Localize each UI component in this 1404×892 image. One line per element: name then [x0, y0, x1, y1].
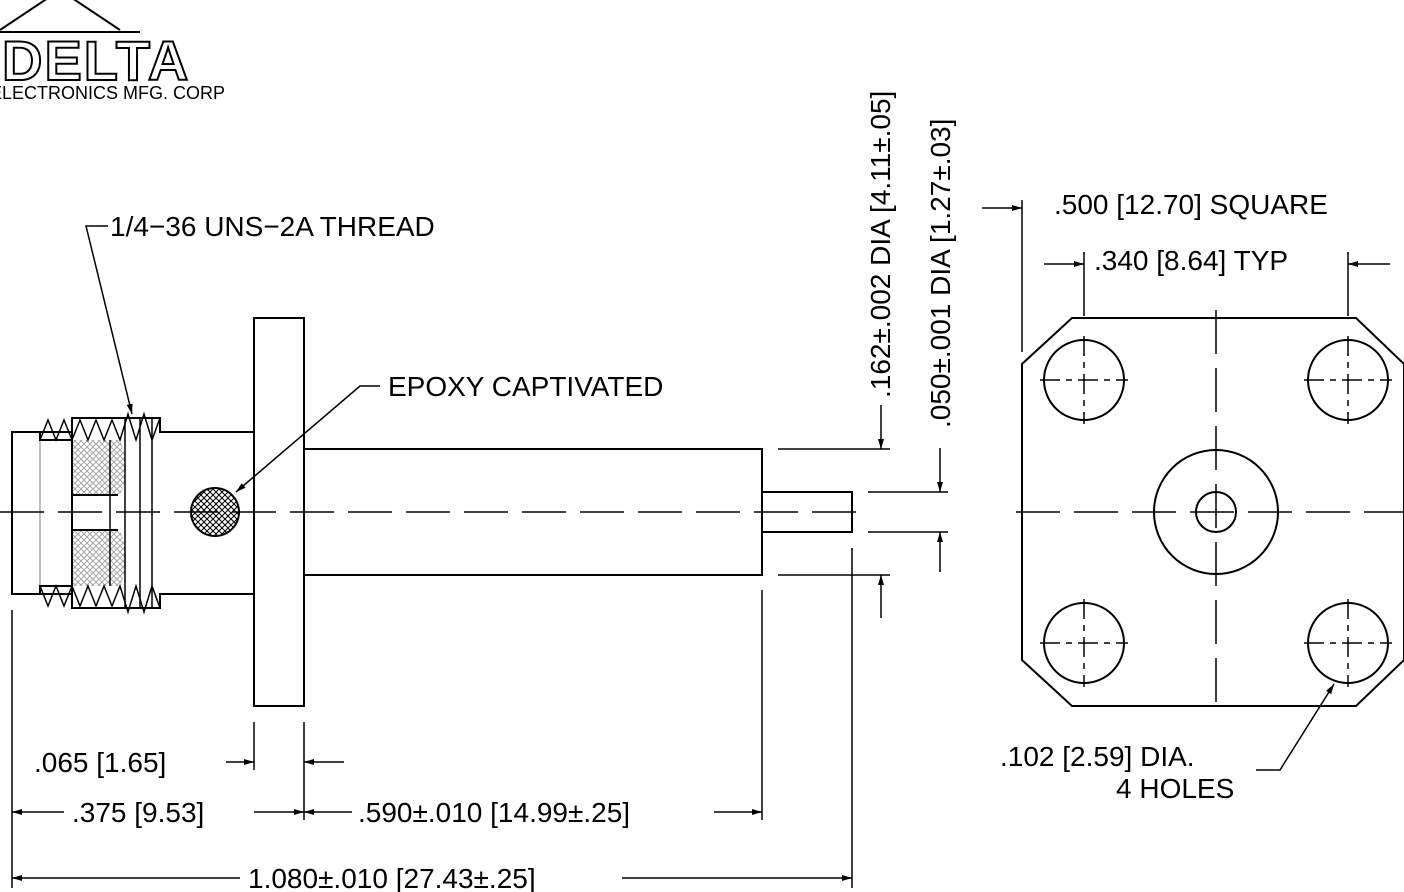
connector-side-view: [0, 317, 870, 707]
flange-outline: [1021, 317, 1404, 707]
flange-view-dimensions: .500 [12.70] SQUARE .340 [8.64] TYP .102…: [982, 189, 1390, 804]
company-logo: DELTA ELECTRONICS MFG. CORP: [0, 0, 225, 103]
logo-triangle-icon: [0, 0, 121, 31]
holes-callout-line1: .102 [2.59] DIA.: [1000, 741, 1195, 772]
logo-brand: DELTA: [2, 29, 190, 92]
front-length-dim: .375 [9.53]: [72, 797, 204, 828]
rear-length-dim: .590±.010 [14.99±.25]: [358, 797, 630, 828]
thread-callout: 1/4−36 UNS−2A THREAD: [110, 211, 435, 242]
body-dia-dim: .162±.002 DIA [4.11±.05]: [865, 91, 896, 398]
logo-subtitle: ELECTRONICS MFG. CORP: [0, 83, 225, 103]
pin-dia-dim: .050±.001 DIA [1.27±.03]: [925, 119, 956, 428]
flange-square-dim: .500 [12.70] SQUARE: [1054, 189, 1328, 220]
hole-spacing-dim: .340 [8.64] TYP: [1094, 245, 1288, 276]
side-view-dimensions: 1/4−36 UNS−2A THREAD EPOXY CAPTIVATED .0…: [11, 91, 956, 892]
overall-length-dim: 1.080±.010 [27.43±.25]: [248, 863, 536, 892]
flange-front-view: [1016, 310, 1404, 712]
epoxy-callout: EPOXY CAPTIVATED: [388, 371, 663, 402]
flange-thickness-dim: .065 [1.65]: [34, 747, 166, 778]
holes-callout-line2: 4 HOLES: [1116, 773, 1234, 804]
